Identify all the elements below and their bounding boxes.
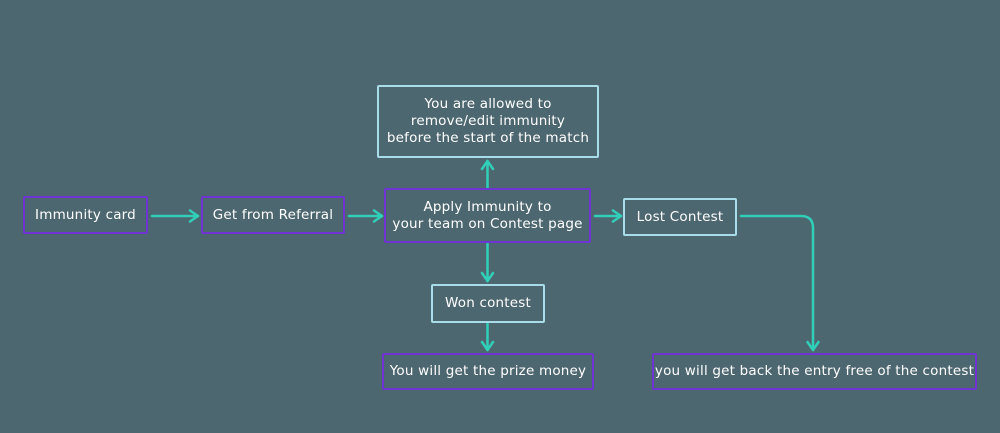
- node-prize-money: You will get the prize money: [382, 353, 594, 390]
- node-entry-refund: you will get back the entry free of the …: [652, 353, 977, 390]
- node-won-contest: Won contest: [431, 284, 545, 323]
- node-lost-contest: Lost Contest: [623, 198, 737, 236]
- node-apply-immunity: Apply Immunity to your team on Contest p…: [384, 188, 591, 243]
- arrow-lost-to-refund: [739, 214, 820, 352]
- node-remove-edit-immunity-note: You are allowed to remove/edit immunity …: [377, 85, 599, 158]
- node-immunity-card: Immunity card: [23, 196, 148, 234]
- node-get-from-referral: Get from Referral: [201, 196, 345, 234]
